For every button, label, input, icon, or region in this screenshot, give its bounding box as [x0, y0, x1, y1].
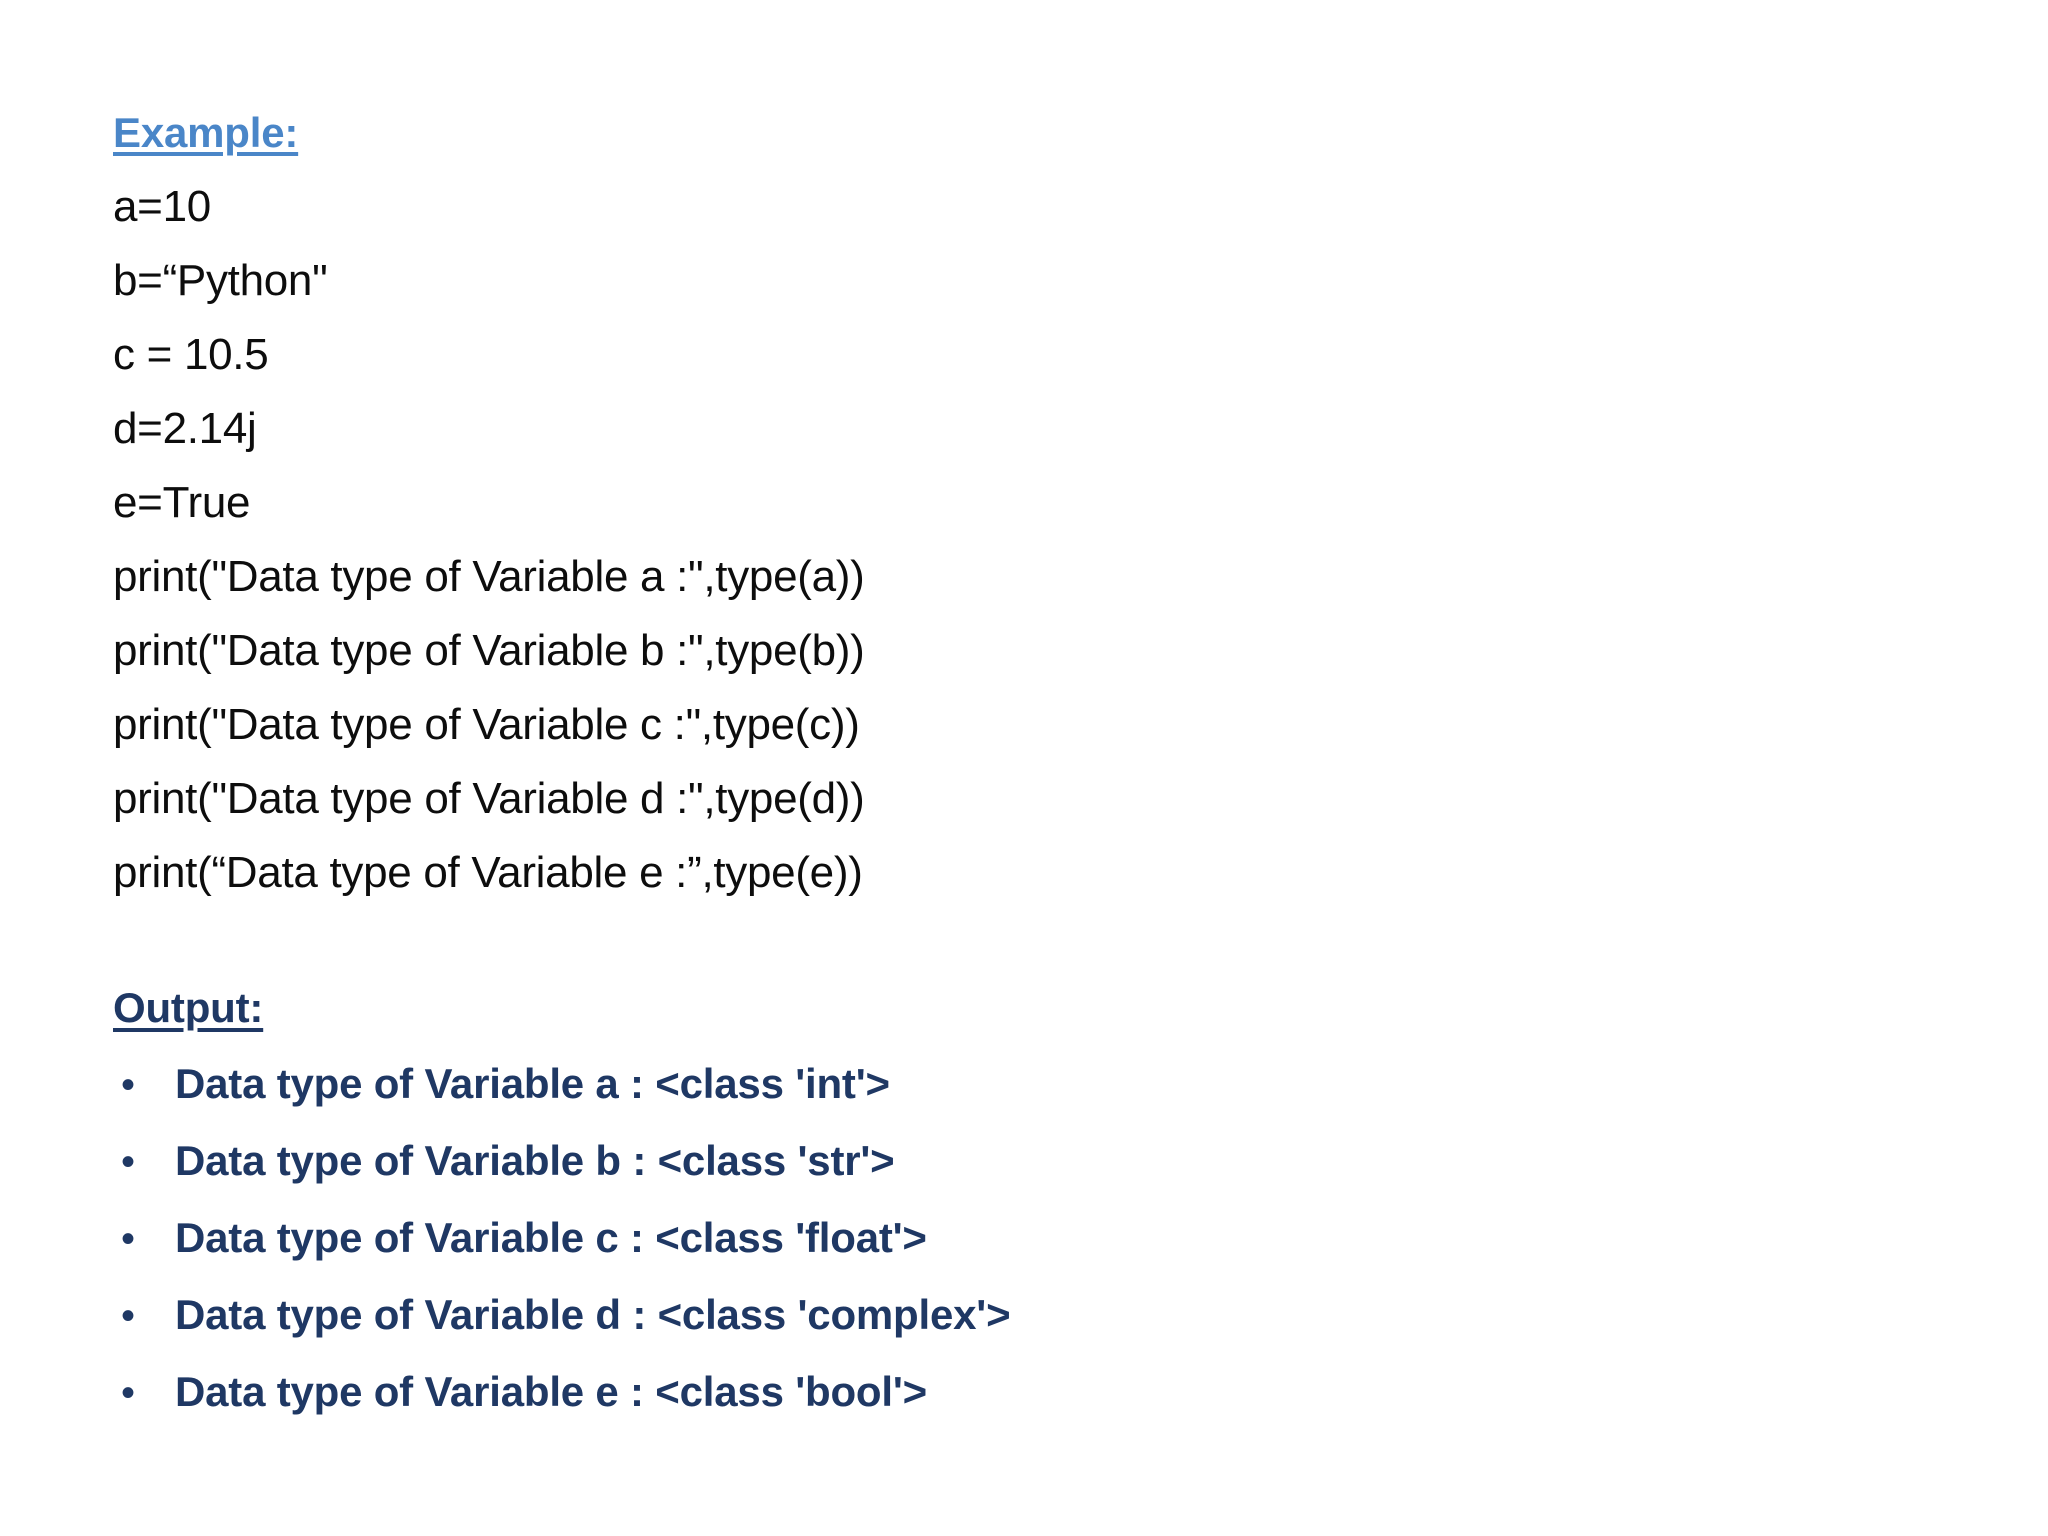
- code-line: e=True: [113, 478, 251, 527]
- bullet-icon: •: [121, 1063, 136, 1107]
- code-line: print("Data type of Variable c :",type(c…: [113, 700, 860, 749]
- code-line: a=10: [113, 182, 211, 231]
- list-item: • Data type of Variable b : <class 'str'…: [113, 1123, 1913, 1200]
- list-item: • Data type of Variable c : <class 'floa…: [113, 1200, 1913, 1277]
- output-bullet-list: • Data type of Variable a : <class 'int'…: [113, 1046, 1913, 1431]
- list-item-label: Data type of Variable c : <class 'float'…: [175, 1214, 927, 1261]
- section-spacer: [113, 910, 1913, 970]
- code-line: print("Data type of Variable b :",type(b…: [113, 626, 865, 675]
- list-item-label: Data type of Variable e : <class 'bool'>: [175, 1368, 927, 1415]
- output-heading: Output:: [113, 984, 264, 1031]
- list-item-label: Data type of Variable a : <class 'int'>: [175, 1060, 890, 1107]
- bullet-icon: •: [121, 1217, 136, 1261]
- bullet-icon: •: [121, 1140, 136, 1184]
- code-line: print("Data type of Variable d :",type(d…: [113, 774, 865, 823]
- code-block: a=10 b=“Python" c = 10.5 d=2.14j e=True …: [113, 170, 1913, 910]
- code-line: print(“Data type of Variable e :”,type(e…: [113, 848, 863, 897]
- bullet-icon: •: [121, 1371, 136, 1415]
- list-item-label: Data type of Variable d : <class 'comple…: [175, 1291, 1011, 1338]
- code-line: d=2.14j: [113, 404, 257, 453]
- list-item: • Data type of Variable a : <class 'int'…: [113, 1046, 1913, 1123]
- bullet-icon: •: [121, 1294, 136, 1338]
- code-line: b=“Python": [113, 256, 328, 305]
- slide-content: Example: a=10 b=“Python" c = 10.5 d=2.14…: [113, 96, 1913, 1431]
- list-item: • Data type of Variable e : <class 'bool…: [113, 1354, 1913, 1431]
- example-heading: Example:: [113, 109, 299, 156]
- list-item-label: Data type of Variable b : <class 'str'>: [175, 1137, 895, 1184]
- code-line: print("Data type of Variable a :",type(a…: [113, 552, 865, 601]
- code-line: c = 10.5: [113, 330, 269, 379]
- list-item: • Data type of Variable d : <class 'comp…: [113, 1277, 1913, 1354]
